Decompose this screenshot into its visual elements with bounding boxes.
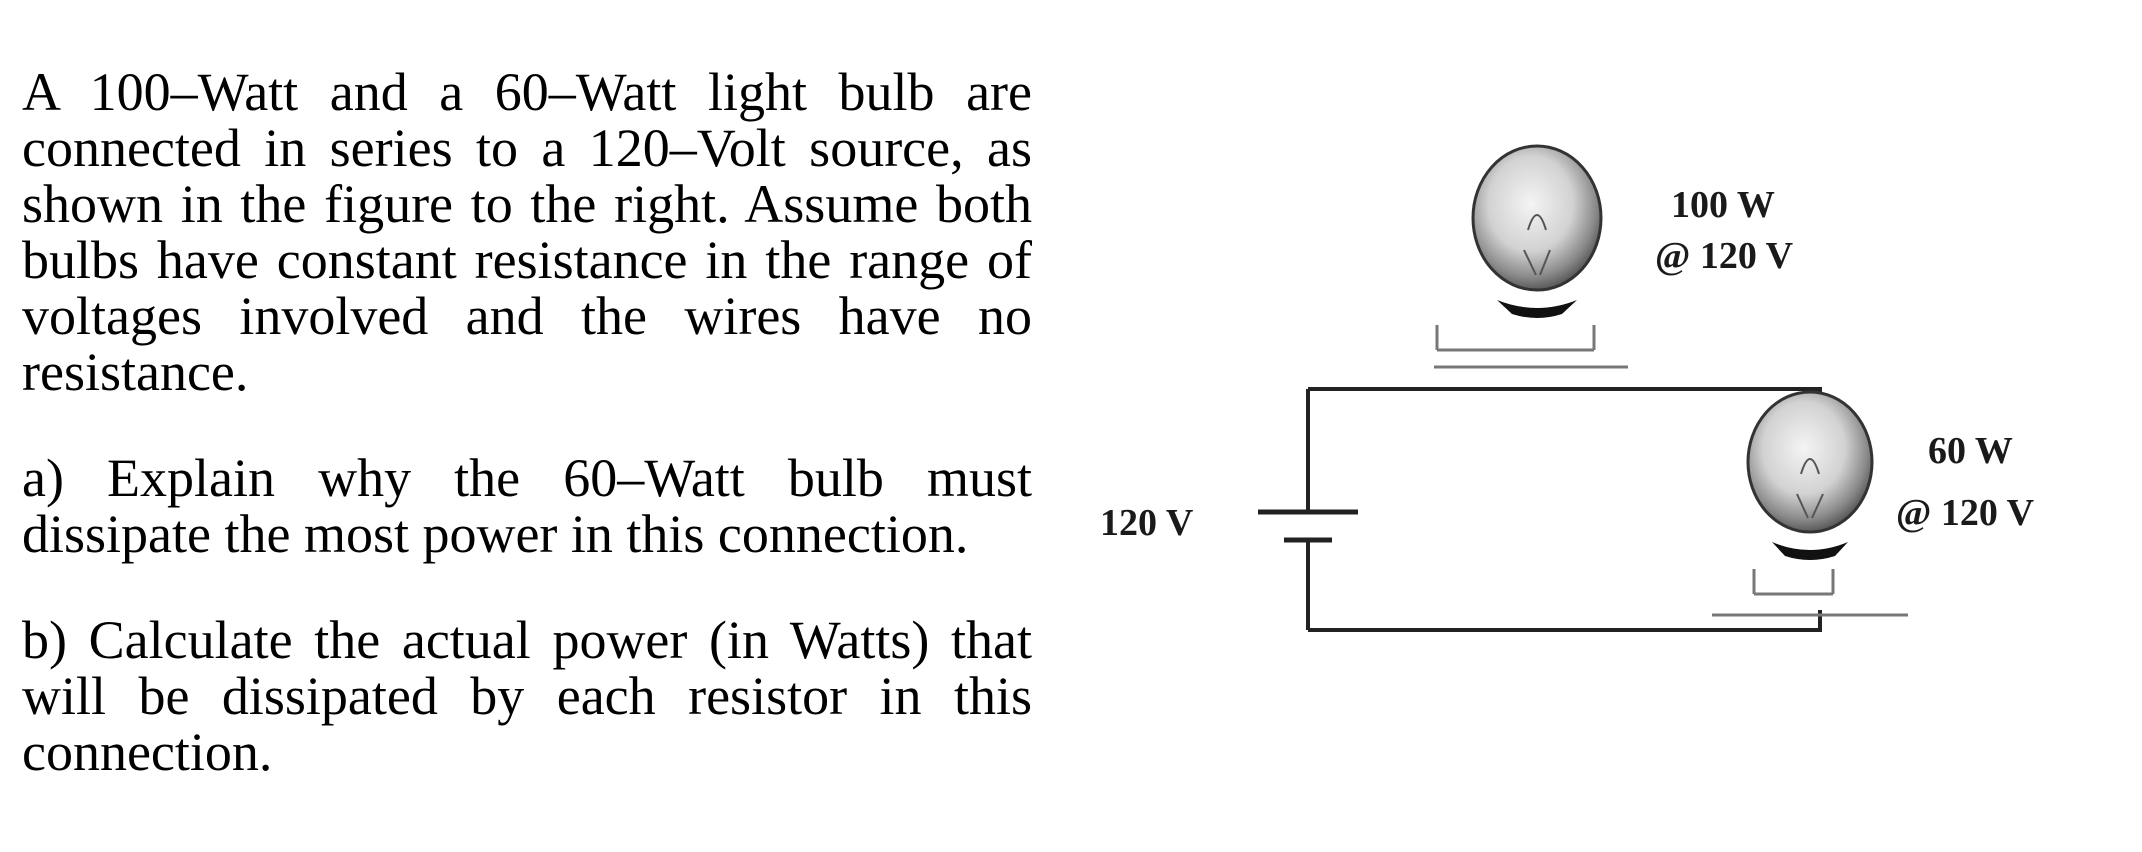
problem-text: A 100–Watt and a 60–Watt light bulb are … bbox=[22, 64, 1032, 780]
bulb-100w-filament bbox=[1523, 214, 1551, 276]
source-voltage-label: 120 V bbox=[1100, 502, 1194, 544]
bulb-100w-socket bbox=[1434, 325, 1628, 369]
problem-intro: A 100–Watt and a 60–Watt light bulb are … bbox=[22, 62, 1032, 402]
bulb-100w-power-label: 100 W bbox=[1671, 184, 1775, 226]
bulb-60w-base bbox=[1772, 542, 1848, 560]
bulb-60w-rating-label: @ 120 V bbox=[1896, 492, 2035, 534]
bulb-60w-filament bbox=[1796, 458, 1824, 519]
battery-symbol bbox=[1258, 389, 1358, 630]
bulb-100w-base bbox=[1497, 300, 1577, 318]
wire-bottom bbox=[1308, 610, 1822, 632]
problem-part-b: b) Calculate the actual power (in Watts)… bbox=[22, 610, 1032, 782]
bulb-60w bbox=[1712, 390, 1908, 617]
problem-part-a: a) Explain why the 60–Watt bulb must dis… bbox=[22, 448, 1032, 564]
bulb-100w-rating-label: @ 120 V bbox=[1655, 235, 1794, 277]
bulb-100w-glass bbox=[1471, 144, 1603, 292]
wire-top bbox=[1306, 387, 1822, 420]
bulb-60w-glass bbox=[1746, 390, 1874, 534]
bulb-60w-socket bbox=[1712, 569, 1908, 617]
bulb-100w bbox=[1434, 144, 1628, 369]
bulb-60w-power-label: 60 W bbox=[1928, 430, 2013, 472]
circuit-wires bbox=[1306, 387, 1822, 632]
